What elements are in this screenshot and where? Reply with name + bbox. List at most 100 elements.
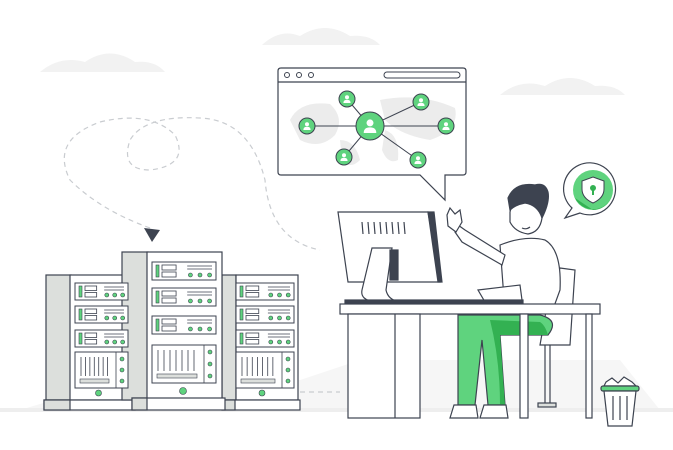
user-node-center-icon bbox=[355, 111, 385, 141]
status-led bbox=[155, 318, 160, 332]
indicator-light bbox=[104, 339, 110, 345]
status-led bbox=[155, 290, 160, 304]
handle bbox=[156, 373, 198, 379]
server-unit bbox=[74, 305, 129, 324]
indicator-light bbox=[112, 292, 118, 298]
drive-slot bbox=[84, 285, 98, 291]
user-node-icon bbox=[437, 117, 455, 135]
server-unit-frame bbox=[74, 305, 129, 324]
status-led bbox=[78, 285, 83, 298]
server-units bbox=[74, 261, 295, 397]
drive-slot bbox=[84, 308, 98, 314]
indicator-light bbox=[207, 361, 213, 367]
indicator-light bbox=[188, 326, 193, 332]
indicator-light bbox=[285, 356, 291, 362]
drive-slot bbox=[245, 308, 260, 314]
status-led bbox=[155, 264, 160, 278]
server-unit-frame bbox=[235, 305, 295, 324]
indicator-light bbox=[207, 298, 212, 304]
drive-slot bbox=[161, 325, 177, 332]
indicator-light bbox=[188, 298, 193, 304]
drive-bay bbox=[151, 344, 217, 384]
drive-slot bbox=[245, 285, 260, 291]
status-led bbox=[239, 285, 244, 298]
indicator-light bbox=[112, 315, 118, 321]
user-body bbox=[363, 127, 377, 133]
user-body bbox=[340, 157, 348, 161]
server-unit-frame bbox=[235, 282, 295, 301]
indicator-light bbox=[268, 292, 274, 298]
server-unit-frame bbox=[235, 329, 295, 348]
handle bbox=[79, 378, 110, 384]
drive-slot bbox=[245, 315, 260, 321]
user-node-icon bbox=[412, 93, 430, 111]
indicator-light bbox=[207, 373, 213, 379]
user-head bbox=[345, 95, 349, 100]
status-led bbox=[78, 332, 83, 345]
power-light bbox=[95, 389, 102, 397]
indicator-light bbox=[207, 349, 213, 355]
trash-can-icon bbox=[600, 376, 640, 427]
window-dot-icon bbox=[284, 72, 290, 78]
server-unit-frame bbox=[74, 329, 129, 348]
server-unit bbox=[151, 261, 217, 281]
indicator-light bbox=[119, 378, 125, 384]
power-light bbox=[258, 389, 266, 397]
drive-slot bbox=[245, 292, 260, 298]
shield-lock-icon bbox=[562, 162, 617, 220]
drive-slot bbox=[245, 332, 260, 338]
indicator-light bbox=[285, 378, 291, 384]
address-bar bbox=[383, 71, 461, 79]
drive-slot bbox=[84, 332, 98, 338]
server-unit bbox=[235, 329, 295, 348]
indicator-light bbox=[277, 292, 282, 298]
indicator-light bbox=[268, 339, 274, 345]
user-network bbox=[298, 90, 455, 169]
window-dot-icon bbox=[296, 72, 302, 78]
indicator-light bbox=[120, 315, 125, 321]
indicator-light bbox=[119, 356, 125, 362]
power-light bbox=[179, 387, 187, 395]
server-unit bbox=[235, 305, 295, 324]
server-unit bbox=[74, 282, 129, 301]
drive-slot bbox=[245, 339, 260, 345]
status-led bbox=[239, 308, 244, 321]
user-head bbox=[305, 122, 309, 127]
indicator-light bbox=[112, 339, 118, 345]
user-body bbox=[414, 160, 422, 164]
user-body bbox=[417, 102, 425, 106]
server-unit bbox=[74, 329, 129, 348]
arrow-down-icon bbox=[144, 228, 160, 242]
server-unit bbox=[151, 287, 217, 307]
drive-slot bbox=[84, 315, 98, 321]
drive-slot bbox=[161, 271, 177, 278]
dashed-flow-path bbox=[63, 117, 340, 393]
user-node-icon bbox=[409, 151, 427, 169]
handle bbox=[240, 378, 276, 384]
indicator-light bbox=[277, 339, 282, 345]
indicator-light bbox=[285, 339, 291, 345]
drive-bay bbox=[235, 351, 295, 389]
drive-slot bbox=[84, 292, 98, 298]
indicator-light bbox=[268, 315, 274, 321]
indicator-light bbox=[285, 292, 291, 298]
server-unit-frame bbox=[74, 282, 129, 301]
user-head bbox=[416, 156, 420, 161]
user-head bbox=[366, 119, 374, 127]
indicator-light bbox=[285, 315, 291, 321]
user-head bbox=[444, 122, 448, 127]
drive-slot bbox=[161, 318, 177, 325]
indicator-light bbox=[207, 326, 212, 332]
indicator-light bbox=[207, 272, 212, 278]
indicator-light bbox=[285, 367, 291, 373]
person bbox=[446, 183, 561, 419]
server-unit bbox=[235, 282, 295, 301]
indicator-light bbox=[120, 339, 125, 345]
drive-slot bbox=[84, 339, 98, 345]
indicator-light bbox=[104, 315, 110, 321]
drive-bay bbox=[74, 351, 129, 389]
indicator-light bbox=[197, 326, 203, 332]
indicator-light bbox=[120, 292, 125, 298]
drive-slot bbox=[161, 264, 177, 271]
